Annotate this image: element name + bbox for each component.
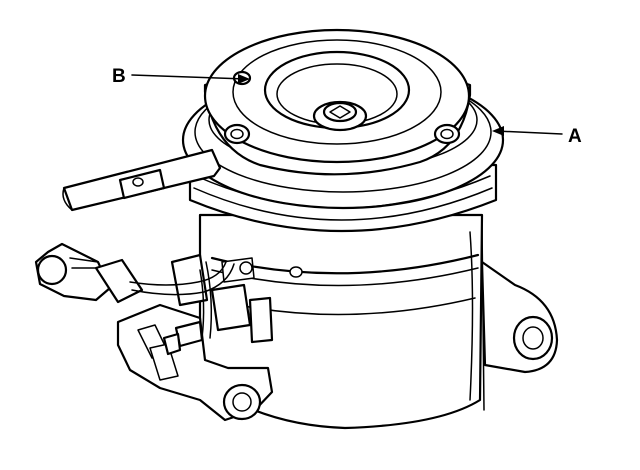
center-bolt (312, 100, 368, 132)
callout-a-label: A (568, 126, 582, 147)
callout-b: B (112, 66, 250, 87)
callout-b-label: B (112, 66, 126, 87)
callout-a: A (492, 126, 582, 147)
clutch-bracket (116, 253, 303, 422)
spanner-tool (62, 148, 222, 212)
pressure-plate (203, 28, 472, 176)
wiring-connector (34, 242, 235, 356)
compressor-body (198, 213, 559, 430)
right-mounting-boss (480, 260, 559, 374)
connector-plug (36, 254, 68, 286)
